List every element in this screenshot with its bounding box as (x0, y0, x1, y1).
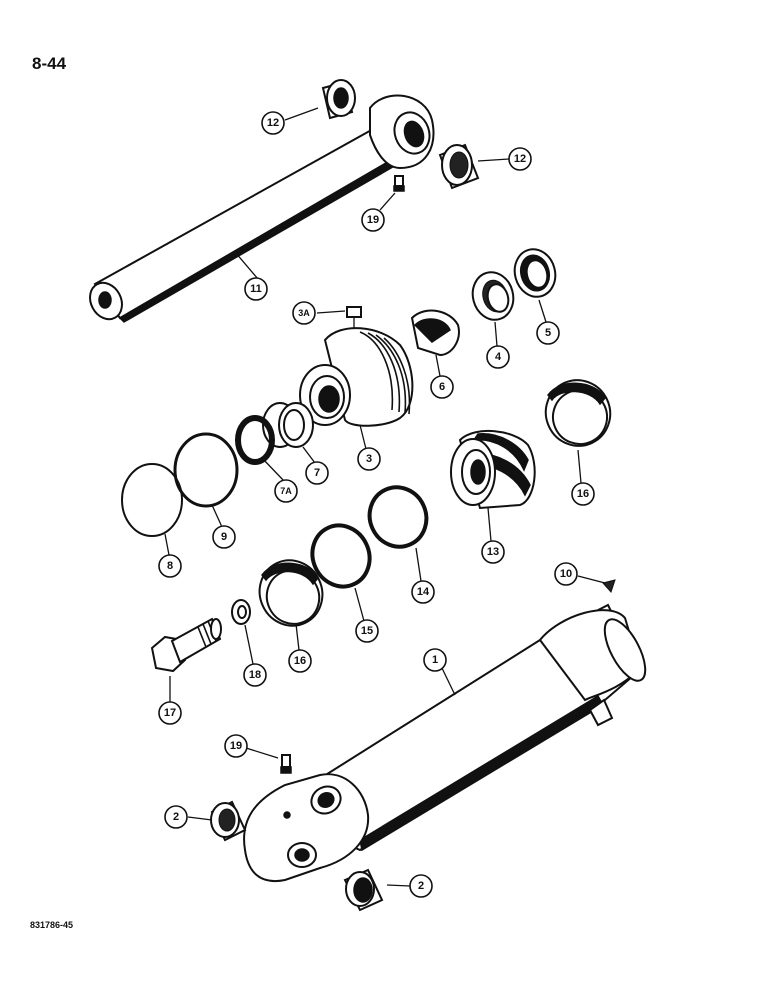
callout-7a: 7A (274, 479, 298, 503)
callout-label: 19 (367, 214, 379, 226)
callout-15: 15 (355, 619, 379, 643)
figure-code: 831786-45 (30, 920, 74, 930)
wiper-seal-part (513, 248, 557, 298)
cylinder-head-part (299, 327, 414, 427)
callout-label: 2 (418, 880, 424, 892)
callout-label: 15 (361, 625, 373, 637)
o-ring-part-9 (173, 432, 239, 508)
callout-label: 7 (314, 467, 320, 479)
callout-label: 16 (577, 488, 589, 500)
callout-3a: 3A (292, 301, 316, 325)
callout-label: 8 (167, 560, 173, 572)
callout-19-lower: 19 (224, 734, 248, 758)
callout-5: 5 (536, 321, 560, 345)
o-ring-part-8 (121, 463, 183, 537)
callout-label: 19 (230, 740, 242, 752)
callout-11: 11 (244, 277, 268, 301)
plug-part (346, 306, 362, 330)
callout-13: 13 (481, 540, 505, 564)
piston-rod-part (89, 94, 435, 323)
grease-fitting-lower (280, 754, 292, 774)
callout-9: 9 (212, 525, 236, 549)
callout-1: 1 (423, 648, 447, 672)
callout-16-upper: 16 (571, 482, 595, 506)
callout-18: 18 (243, 663, 267, 687)
callout-3: 3 (357, 447, 381, 471)
grease-fitting-upper (393, 175, 405, 192)
callout-label: 4 (495, 351, 502, 363)
callout-4: 4 (486, 345, 510, 369)
callout-12-upper-left: 12 (261, 111, 285, 135)
callout-label: 12 (267, 117, 279, 129)
callout-label: 10 (560, 568, 572, 580)
bushing-part-lower-left (210, 800, 247, 842)
callout-label: 6 (439, 381, 445, 393)
callout-label: 5 (545, 327, 551, 339)
callout-7: 7 (305, 461, 329, 485)
callout-label: 1 (432, 654, 438, 666)
callout-label: 16 (294, 655, 306, 667)
piston-seal-part-15 (310, 523, 372, 589)
callout-16-lower: 16 (288, 649, 312, 673)
backup-ring-part (262, 402, 314, 448)
callout-10: 10 (554, 562, 578, 586)
bushing-part-lower-right (343, 868, 384, 912)
callout-label: 3A (298, 308, 310, 318)
rod-seal-part (235, 415, 275, 465)
callout-17: 17 (158, 701, 182, 725)
callout-label: 17 (164, 707, 176, 719)
cylinder-tube-part (243, 603, 647, 883)
callout-label: 12 (514, 153, 526, 165)
callout-label: 13 (487, 546, 499, 558)
callout-2-left: 2 (164, 805, 188, 829)
callout-label: 11 (250, 283, 262, 295)
seal-part-4 (471, 271, 515, 321)
grease-fitting-part-10 (602, 579, 616, 593)
piston-part (450, 429, 536, 510)
callout-2-right: 2 (409, 874, 433, 898)
callout-label: 2 (173, 811, 179, 823)
callout-label: 14 (417, 586, 430, 598)
wear-ring-part-upper (544, 379, 612, 447)
piston-seal-part-14 (367, 485, 429, 549)
washer-part (231, 599, 251, 625)
bushing-part-upper-left (321, 79, 356, 120)
wear-ring-part (410, 309, 460, 357)
callout-label: 7A (280, 486, 292, 496)
callout-8: 8 (158, 554, 182, 578)
page-number: 8-44 (32, 54, 67, 73)
callout-19-upper: 19 (361, 208, 385, 232)
wear-ring-part-lower (258, 559, 324, 627)
leader-lines (164, 107, 606, 887)
bushing-part-upper-right (438, 143, 480, 190)
callout-label: 18 (249, 669, 261, 681)
callout-6: 6 (430, 375, 454, 399)
callout-label: 3 (366, 453, 372, 465)
callout-14: 14 (411, 580, 435, 604)
callout-12-upper-right: 12 (508, 147, 532, 171)
callout-label: 9 (221, 531, 227, 543)
bolt-part (150, 617, 222, 673)
